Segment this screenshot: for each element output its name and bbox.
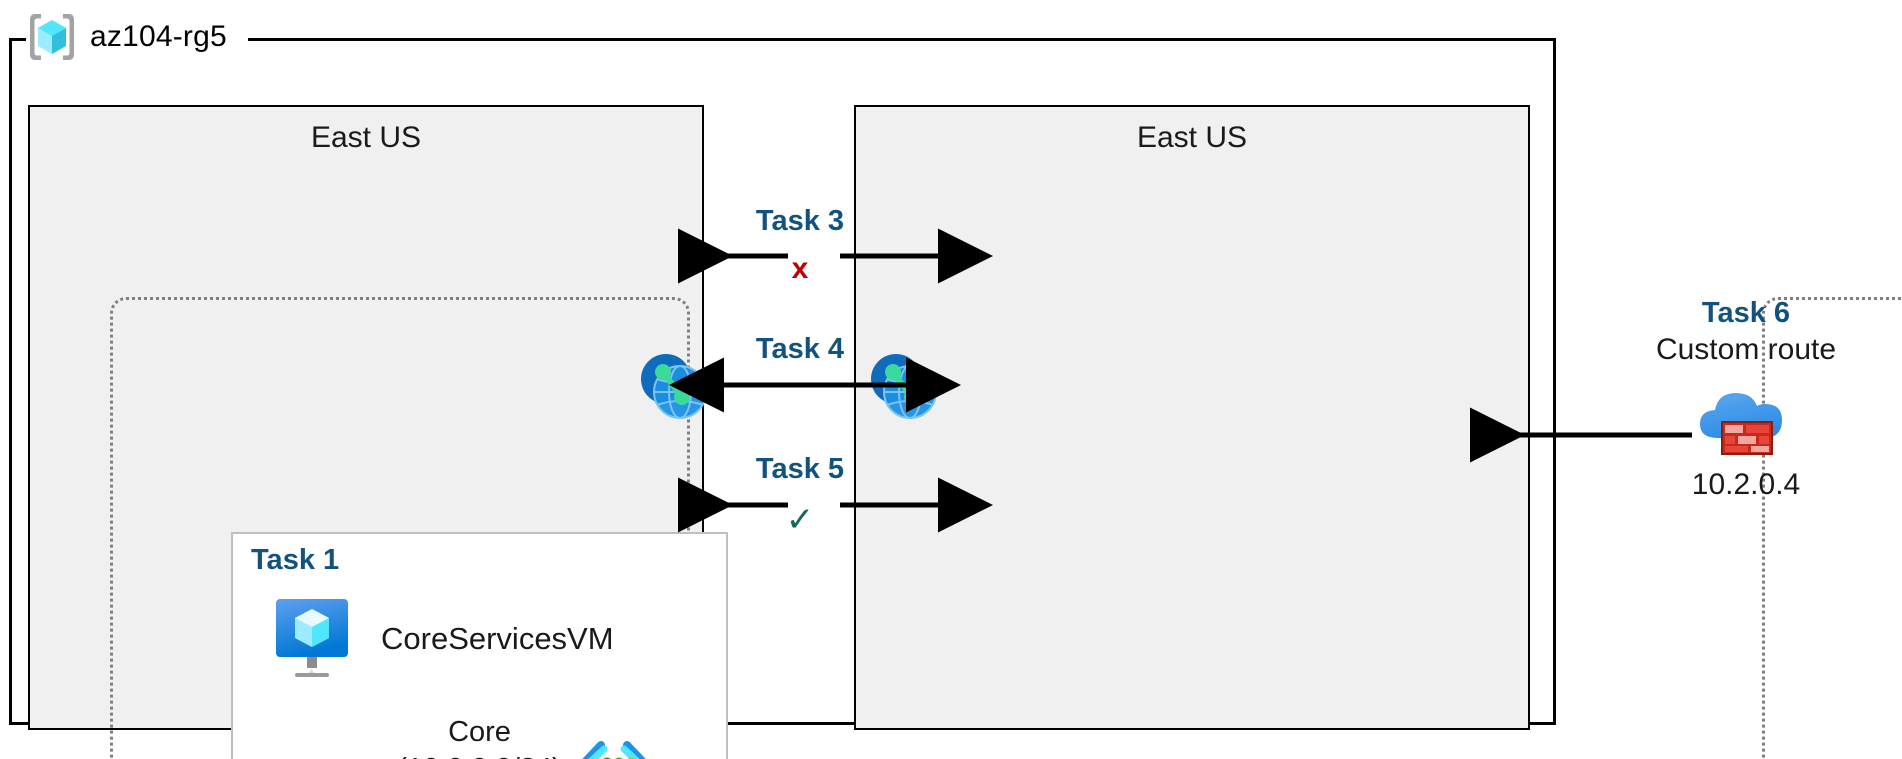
task-5-connector-arrows	[678, 477, 993, 533]
task-1-tag: Task 1	[251, 544, 340, 576]
task-6-group: Task 6 Custom route	[1596, 296, 1896, 502]
resource-group-label: az104-rg5	[24, 6, 227, 68]
task-6-subtitle: Custom route	[1655, 332, 1837, 366]
region-box-right: East US Task 2	[854, 105, 1902, 759]
task-5-allowed-mark: ✓	[785, 501, 815, 539]
azure-resource-group-icon	[24, 9, 80, 65]
task-3-connector-arrows	[678, 228, 993, 284]
resource-group-name: az104-rg5	[90, 20, 227, 53]
task-6-route-arrow	[1470, 407, 1692, 463]
resource-group-box	[9, 38, 1556, 725]
subnet-name: Core	[448, 716, 511, 748]
subnet-cidr: (10.0.0.0/24)	[233, 751, 726, 759]
firewall-cloud-icon	[1690, 380, 1802, 458]
vnet-box-manufacturing: Task 2	[1762, 297, 1902, 759]
region-title-right: East US	[1136, 121, 1248, 154]
task-3-blocked-mark: x	[791, 252, 809, 285]
subnet-label-core: Core (10.0.0.0/24)	[233, 714, 726, 759]
region-title-left: East US	[310, 121, 422, 154]
vnet-box-coreservices: Task 1	[110, 297, 728, 759]
task-6-tag: Task 6	[1701, 297, 1791, 329]
task-3-label: Task 3	[755, 205, 845, 237]
vm-coreservicesvm: CoreServicesVM	[271, 596, 614, 682]
task-4-label: Task 4	[755, 333, 845, 365]
vm-name-label: CoreServicesVM	[381, 621, 614, 656]
task-5-label: Task 5	[755, 453, 845, 485]
task-4-connector-arrows	[669, 357, 961, 413]
virtual-machine-icon	[271, 596, 359, 682]
subnet-box-core: Task 1	[231, 532, 728, 759]
subnet-icon	[577, 740, 651, 759]
task-6-ip-address: 10.2.0.4	[1691, 468, 1801, 502]
region-box-left: East US Task 1	[28, 105, 728, 759]
